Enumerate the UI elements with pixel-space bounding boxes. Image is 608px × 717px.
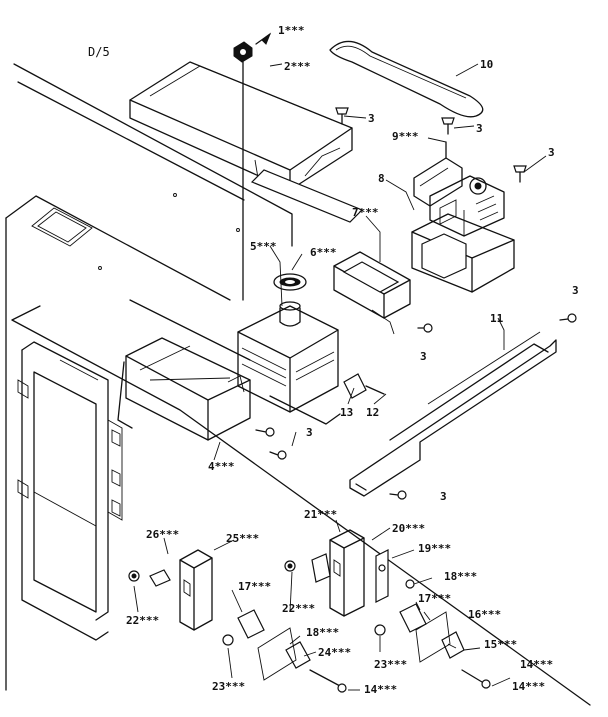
callout-13: 13 (340, 406, 353, 419)
callout-19: 19*** (418, 542, 451, 555)
callout-12: 12 (366, 406, 379, 419)
callout-3d: 3 (420, 350, 427, 363)
callout-8: 8 (378, 172, 385, 185)
callout-14a: 14*** (520, 658, 553, 671)
part-6-gasket (273, 273, 307, 291)
callout-3b: 3 (476, 122, 483, 135)
callout-18a: 18*** (444, 570, 477, 583)
part-19-lever (375, 549, 389, 603)
screw-3c (513, 165, 527, 183)
callout-2: 2*** (284, 60, 311, 73)
callout-1: 1*** (278, 24, 305, 37)
screws-part-3 (255, 107, 577, 500)
front-frame (17, 341, 123, 641)
callout-24: 24*** (318, 646, 351, 659)
part-20-bracket (311, 529, 365, 617)
callout-17a: 17*** (238, 580, 271, 593)
callout-22a: 22*** (282, 602, 315, 615)
callout-3a: 3 (368, 112, 375, 125)
switches-16-17 (237, 603, 465, 681)
part-2-top-cover (129, 61, 364, 223)
callout-23a: 23*** (374, 658, 407, 671)
callout-21: 21*** (304, 508, 337, 521)
callout-3e: 3 (572, 284, 579, 297)
screw-3g (389, 490, 407, 500)
part-9-bracket (413, 141, 463, 207)
callout-3g: 3 (440, 490, 447, 503)
screw-3b (441, 117, 455, 135)
screw-3f (255, 427, 287, 460)
callout-17b: 17*** (418, 592, 451, 605)
callout-14b: 14*** (364, 683, 397, 696)
part-5-magnetron (237, 301, 385, 425)
callout-14c: 14*** (512, 680, 545, 693)
part-10-belt (329, 40, 484, 118)
callout-22b: 22*** (126, 614, 159, 627)
screw-3e (559, 313, 577, 323)
screw-3d (417, 323, 433, 333)
hardware-22-23-14 (128, 560, 491, 693)
callout-6: 6*** (310, 246, 337, 259)
callout-15: 15*** (484, 638, 517, 651)
callout-20: 20*** (392, 522, 425, 535)
callout-25: 25*** (226, 532, 259, 545)
callout-3c: 3 (548, 146, 555, 159)
callout-4: 4*** (208, 460, 235, 473)
callout-7: 7*** (352, 206, 379, 219)
cabinet-body (5, 63, 591, 706)
part-11-rail (349, 331, 557, 497)
callout-9: 9*** (392, 130, 419, 143)
callout-23b: 23*** (212, 680, 245, 693)
leader-lines (133, 63, 547, 691)
callout-26: 26*** (146, 528, 179, 541)
callout-18b: 18*** (306, 626, 339, 639)
callout-11: 11 (490, 312, 504, 325)
callout-16a: 16*** (468, 608, 501, 621)
part-8-fan-motor (411, 175, 515, 293)
part-25-bracket (149, 549, 213, 631)
callout-5: 5*** (250, 240, 277, 253)
part-4-cover (117, 337, 251, 441)
part-7-duct (333, 251, 411, 335)
callout-10: 10 (480, 58, 493, 71)
screw-3a (335, 107, 349, 125)
corner-label: D/5 (88, 45, 110, 59)
part-1-nut (233, 32, 272, 301)
callout-3f: 3 (306, 426, 313, 439)
